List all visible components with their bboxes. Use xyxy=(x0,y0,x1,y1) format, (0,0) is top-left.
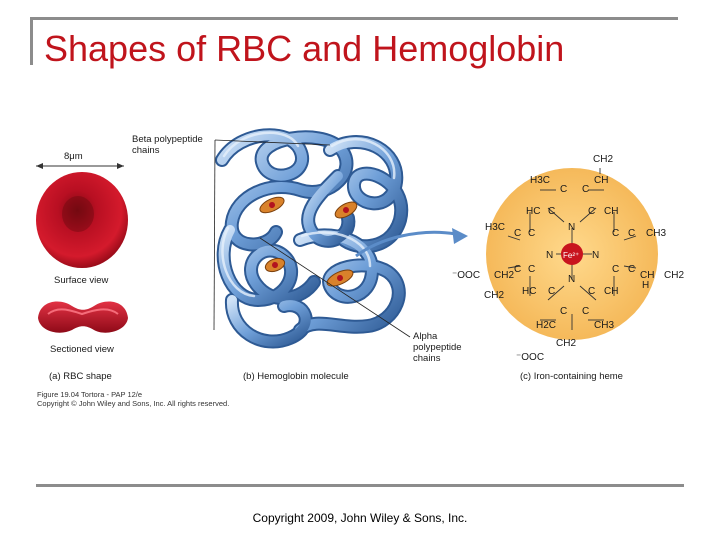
rbc-surface-view-label: Surface view xyxy=(54,275,109,286)
heme-atom-n-left: N xyxy=(546,250,553,261)
beta-chain-label-line-1: Beta polypeptide xyxy=(132,134,203,145)
rbc-caption: (a) RBC shape xyxy=(49,371,112,382)
iron-atom xyxy=(561,243,583,265)
heme-atom-h3c-left: H3C xyxy=(485,222,505,233)
rbc-section-highlight xyxy=(47,308,119,316)
iron-label: Fe²⁺ xyxy=(563,251,579,260)
rbc-dimension-label: 8μm xyxy=(64,151,83,162)
hemoglobin-caption: (b) Hemoglobin molecule xyxy=(243,371,349,382)
heme-atom-ch2-b: CH2 xyxy=(484,290,504,301)
rbc-sectioned-view-label: Sectioned view xyxy=(50,344,114,355)
heme-atom-c14: C xyxy=(588,286,595,297)
heme-atom-hc-bottom: HC xyxy=(522,286,536,297)
heme-atom-c3: C xyxy=(548,206,555,217)
zoom-arrow xyxy=(355,230,457,258)
heme-atom-top-ch: CH xyxy=(594,175,608,186)
figure-credit-line-2: Copyright © John Wiley and Sons, Inc. Al… xyxy=(37,399,230,408)
heme-atom-c10: C xyxy=(528,264,535,275)
figure-credit-line-1: Figure 19.04 Tortora - PAP 12/e xyxy=(37,390,143,399)
heme-atom-ch2-right: CH2 xyxy=(664,270,684,281)
heme-atom-c1: C xyxy=(560,184,567,195)
heme-atom-h2c: H2C xyxy=(536,320,556,331)
leader-lines xyxy=(213,139,411,338)
heme-atom-ch-bottom: CH xyxy=(604,286,618,297)
heme-atom-c9: C xyxy=(514,264,521,275)
heme-atom-h3c-top: H3C xyxy=(530,175,550,186)
dimension-arrow-right xyxy=(117,163,124,169)
heme-atom-c4: C xyxy=(588,206,595,217)
alpha-chain-label-line-3: chains xyxy=(413,353,441,364)
alpha-chain-label-line-1: Alpha xyxy=(413,331,438,342)
heme-atom-hc-top: HC xyxy=(526,206,540,217)
slide-title: Shapes of RBC and Hemoglobin xyxy=(44,28,565,69)
heme-atom-c12: C xyxy=(628,264,635,275)
heme-atom-ch2-a: CH2 xyxy=(494,270,514,281)
heme-atom-c13: C xyxy=(548,286,555,297)
heme-atom-ch3-bottom: CH3 xyxy=(594,320,614,331)
heme-atom-bottom-ch2: CH2 xyxy=(556,338,576,349)
rbc-center-depression xyxy=(62,196,94,232)
beta-chain-label-line-2: chains xyxy=(132,145,160,156)
heme-atom-ch-top: CH xyxy=(604,206,618,217)
heme-atom-n-bottom: N xyxy=(568,274,575,285)
rbc-sectioned-view xyxy=(38,301,128,333)
rbc-illustration xyxy=(36,163,128,333)
alpha-chain-label-line-2: polypeptide xyxy=(413,342,462,353)
heme-atom-ooc-left: ⁻OOC xyxy=(452,270,480,281)
heme-atom-top-ch2: CH2 xyxy=(593,154,613,165)
heme-atom-c11: C xyxy=(612,264,619,275)
title-frame-top-rule xyxy=(30,17,678,20)
heme-caption: (c) Iron-containing heme xyxy=(520,371,623,382)
hemoglobin-illustration xyxy=(213,128,468,349)
slide-copyright: Copyright 2009, John Wiley & Sons, Inc. xyxy=(252,511,468,525)
heme-atom-c6: C xyxy=(528,228,535,239)
heme-atom-c5: C xyxy=(514,228,521,239)
heme-atom-h-right: H xyxy=(642,280,649,291)
footer-rule xyxy=(36,484,684,487)
heme-atom-c2: C xyxy=(582,184,589,195)
heme-atom-n-top: N xyxy=(568,222,575,233)
heme-atom-ooc-bottom: ⁻OOC xyxy=(516,352,544,363)
dimension-arrow-left xyxy=(36,163,43,169)
heme-groups xyxy=(259,196,358,287)
heme-atom-c8: C xyxy=(628,228,635,239)
protein-ribbon xyxy=(215,128,409,349)
heme-atom-c16: C xyxy=(582,306,589,317)
heme-atom-ch-right: CH xyxy=(640,270,654,281)
heme-atom-n-right: N xyxy=(592,250,599,261)
heme-atom-ch3-right: CH3 xyxy=(646,228,666,239)
heme-atom-c15: C xyxy=(560,306,567,317)
rbc-surface-view xyxy=(36,172,128,268)
heme-atom-c7: C xyxy=(612,228,619,239)
zoom-arrow-head xyxy=(452,228,468,244)
heme-illustration: Fe²⁺ CH2 CH H3C C C HC C N C CH H3C C C … xyxy=(452,154,684,363)
title-frame-left-rule xyxy=(30,17,33,65)
